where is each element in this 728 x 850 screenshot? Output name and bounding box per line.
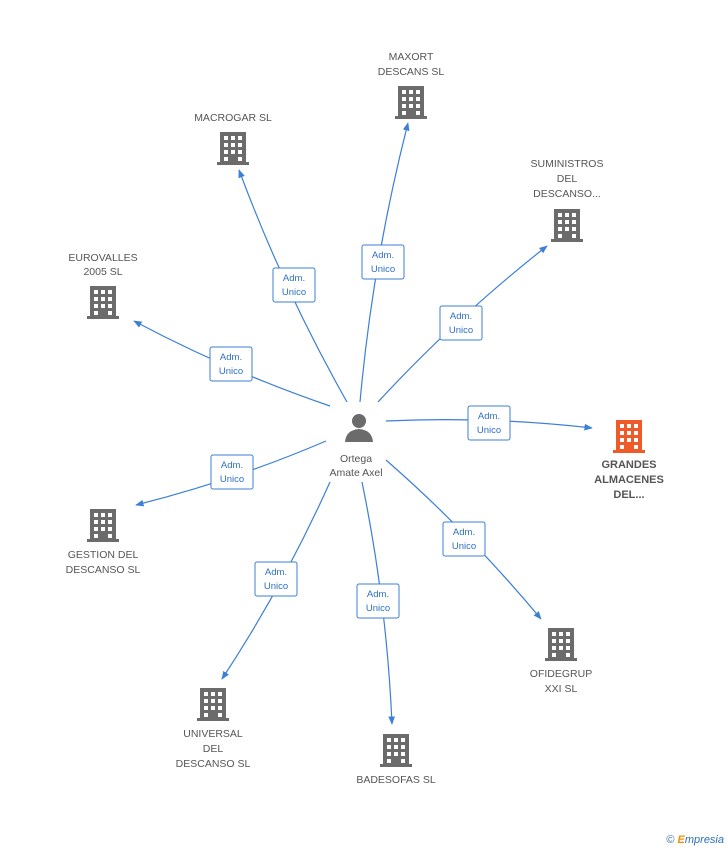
relation-text-line-1: Adm.	[478, 411, 500, 422]
relation-box	[210, 454, 254, 490]
relation-text-line-1: Adm.	[372, 250, 394, 261]
company-label-line-2: DESCANSO SL	[66, 564, 141, 576]
company-label-line-2: DEL	[557, 173, 578, 185]
relation-text-line-1: Adm.	[221, 460, 243, 471]
center-person-node[interactable]: Ortega Amate Axel	[329, 414, 383, 479]
relation-badge-badesofas[interactable]: Adm. Unico	[356, 583, 400, 619]
building-icon	[217, 132, 249, 165]
company-label-line-1: MACROGAR SL	[194, 112, 272, 124]
building-icon	[380, 734, 412, 767]
relation-box	[439, 305, 483, 341]
relation-badge-universal[interactable]: Adm. Unico	[254, 561, 298, 597]
relation-box	[356, 583, 400, 619]
relation-text-line-1: Adm.	[265, 567, 287, 578]
relation-box	[209, 346, 253, 382]
company-node-gestion[interactable]: GESTION DEL DESCANSO SL	[66, 509, 141, 576]
copyright-symbol: ©	[666, 834, 675, 846]
company-node-universal[interactable]: UNIVERSAL DEL DESCANSO SL	[176, 688, 251, 770]
relation-text-line-2: Unico	[452, 541, 476, 552]
building-icon	[551, 209, 583, 242]
relation-box	[272, 267, 316, 303]
building-icon	[395, 86, 427, 119]
company-label-line-1: OFIDEGRUP	[530, 668, 592, 680]
company-label-line-2: XXI SL	[545, 683, 578, 695]
company-node-macrogar[interactable]: MACROGAR SL	[194, 112, 272, 165]
company-label-line-2: 2005 SL	[83, 266, 122, 278]
company-label-line-1: GRANDES	[601, 459, 656, 471]
relation-text-line-2: Unico	[366, 603, 390, 614]
relation-text-line-2: Unico	[264, 581, 288, 592]
company-label-line-1: EUROVALLES	[68, 252, 137, 264]
relation-badge-maxort[interactable]: Adm. Unico	[361, 244, 405, 280]
company-label-line-3: DESCANSO...	[533, 188, 601, 200]
relation-text-line-2: Unico	[477, 425, 501, 436]
company-label-line-2: ALMACENES	[594, 474, 664, 486]
relation-box	[254, 561, 298, 597]
relation-box	[442, 521, 486, 557]
company-label-line-1: SUMINISTROS	[531, 158, 604, 170]
building-icon	[87, 509, 119, 542]
company-label-line-3: DESCANSO SL	[176, 758, 251, 770]
relation-badge-grandes[interactable]: Adm. Unico	[467, 405, 511, 441]
relation-badge-macrogar[interactable]: Adm. Unico	[272, 267, 316, 303]
company-node-grandes[interactable]: GRANDES ALMACENES DEL...	[594, 420, 664, 501]
building-icon	[613, 420, 645, 453]
relation-text-line-1: Adm.	[367, 589, 389, 600]
relation-badge-suministros[interactable]: Adm. Unico	[439, 305, 483, 341]
relation-text-line-2: Unico	[219, 366, 243, 377]
company-node-ofidegrup[interactable]: OFIDEGRUP XXI SL	[530, 628, 592, 695]
center-name-line-1: Ortega	[340, 453, 372, 465]
relation-badge-eurovalles[interactable]: Adm. Unico	[209, 346, 253, 382]
company-node-badesofas[interactable]: BADESOFAS SL	[356, 734, 436, 786]
relation-text-line-1: Adm.	[453, 527, 475, 538]
company-node-eurovalles[interactable]: EUROVALLES 2005 SL	[68, 252, 138, 319]
relation-badge-gestion[interactable]: Adm. Unico	[210, 454, 254, 490]
company-label-line-2: DEL	[203, 743, 224, 755]
building-icon	[87, 286, 119, 319]
relation-text-line-2: Unico	[449, 325, 473, 336]
company-label-line-3: DEL...	[613, 489, 644, 501]
brand-name: mpresia	[684, 834, 724, 846]
relation-text-line-1: Adm.	[220, 352, 242, 363]
company-node-maxort[interactable]: MAXORT DESCANS SL	[378, 51, 445, 119]
watermark: ©Empresia	[666, 834, 724, 846]
building-icon	[197, 688, 229, 721]
relation-box	[361, 244, 405, 280]
company-label-line-1: UNIVERSAL	[183, 728, 243, 740]
relation-text-line-1: Adm.	[450, 311, 472, 322]
relation-text-line-2: Unico	[282, 287, 306, 298]
company-node-suministros[interactable]: SUMINISTROS DEL DESCANSO...	[531, 158, 604, 242]
relation-box	[467, 405, 511, 441]
relation-text-line-2: Unico	[220, 474, 244, 485]
company-label-line-2: DESCANS SL	[378, 66, 445, 78]
building-icon	[545, 628, 577, 661]
company-label-line-1: MAXORT	[389, 51, 434, 63]
person-icon	[345, 414, 373, 442]
company-label-line-1: GESTION DEL	[68, 549, 139, 561]
relation-badge-ofidegrup[interactable]: Adm. Unico	[442, 521, 486, 557]
center-name-line-2: Amate Axel	[329, 467, 382, 479]
brand-initial: E	[677, 834, 685, 846]
company-label-line-1: BADESOFAS SL	[356, 774, 436, 786]
relation-text-line-2: Unico	[371, 264, 395, 275]
relation-text-line-1: Adm.	[283, 273, 305, 284]
